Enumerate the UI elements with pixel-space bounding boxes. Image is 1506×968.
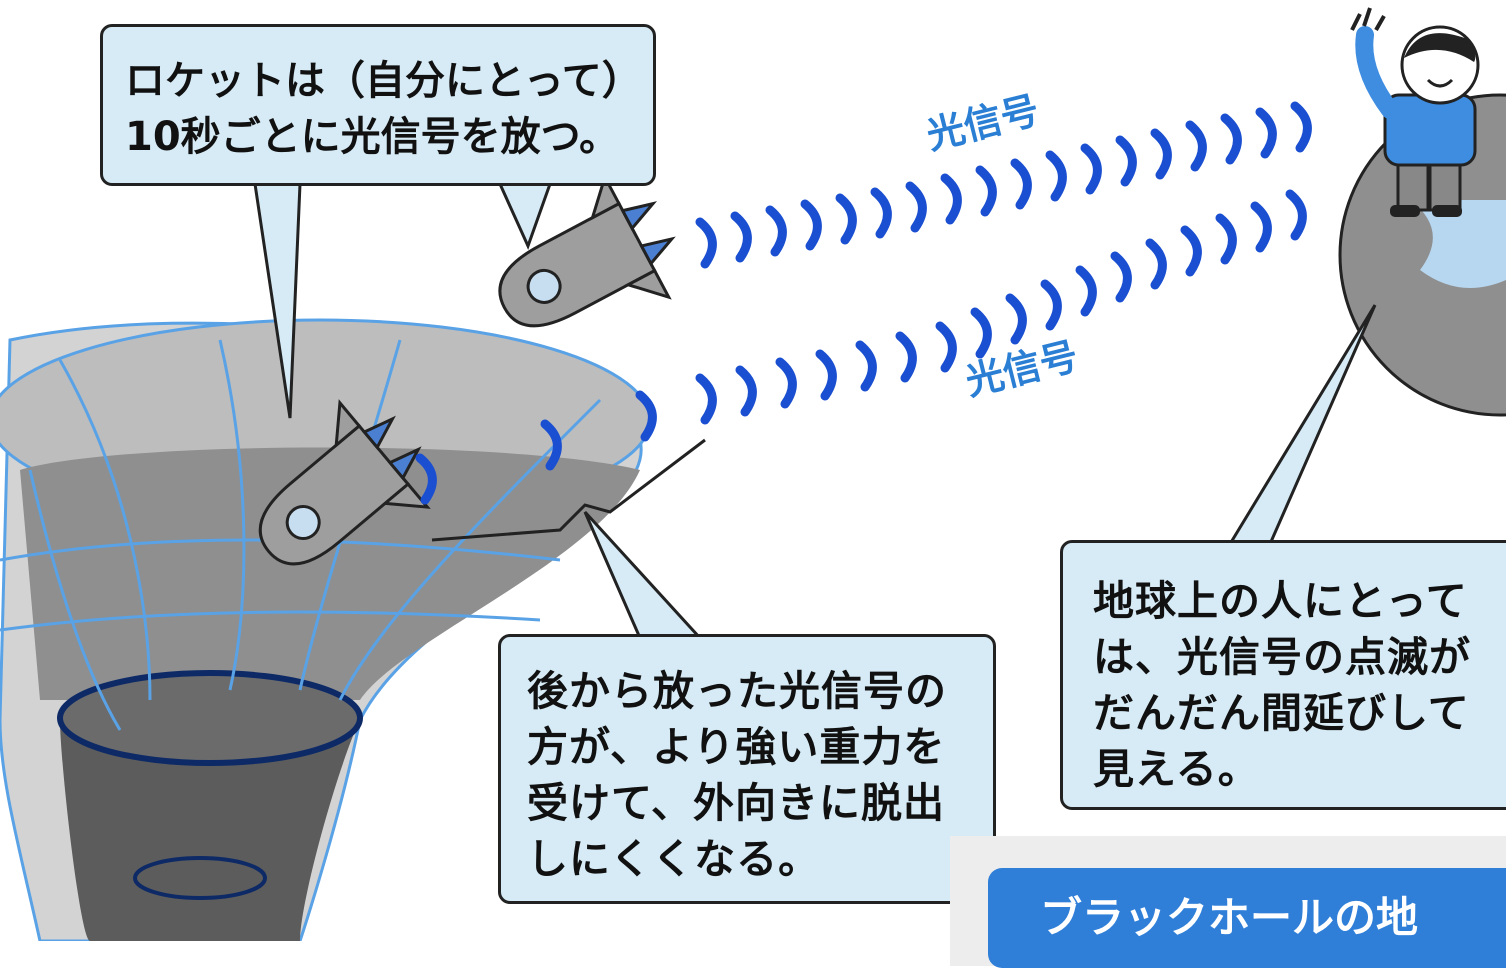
callout-earth-tail — [1228, 304, 1377, 545]
callout-gravity-escape: 後から放った光信号の 方が、より強い重力を 受けて、外向きに脱出 しにくくなる。 — [498, 634, 996, 904]
callout-rocket-line-2: 10秒ごとに光信号を放つ。 — [125, 114, 620, 160]
callout-gravity-tail — [583, 510, 702, 640]
callout-gravity-line-1: 後から放った光信号の — [527, 667, 947, 715]
callout-rocket-tail-1 — [253, 183, 302, 419]
signal-beam-lower — [415, 189, 1307, 505]
callout-rocket-line-1: ロケットは（自分にとって） — [125, 58, 642, 104]
callout-gravity-line-2: 方が、より強い重力を — [527, 723, 946, 771]
callout-gravity-line-4: しにくくなる。 — [527, 835, 821, 883]
waving-person — [1350, 7, 1480, 217]
callout-rocket-signal: ロケットは（自分にとって） 10秒ごとに光信号を放つ。 — [100, 24, 656, 186]
callout-gravity-line-3: 受けて、外向きに脱出 — [527, 779, 945, 827]
earth — [1338, 93, 1506, 417]
callout-earth-line-2: は、光信号の点滅が — [1093, 633, 1471, 681]
brace-marker — [431, 438, 706, 542]
rocket-upper — [498, 173, 676, 328]
section-banner-title: ブラックホールの地 — [1040, 893, 1419, 942]
callout-earth-line-4: 見える。 — [1093, 745, 1260, 793]
callout-earth-observer: 地球上の人にとって は、光信号の点滅が だんだん間延びして 見える。 — [1060, 540, 1506, 810]
callout-earth-line-3: だんだん間延びして — [1093, 689, 1470, 737]
callout-earth-line-1: 地球上の人にとって — [1093, 577, 1468, 625]
black-hole-funnel — [0, 318, 652, 941]
callout-rocket-tail-2 — [498, 183, 552, 251]
rocket-lower — [258, 399, 431, 566]
signal-beam-upper — [695, 101, 1312, 269]
illustration-canvas — [0, 7, 1506, 941]
